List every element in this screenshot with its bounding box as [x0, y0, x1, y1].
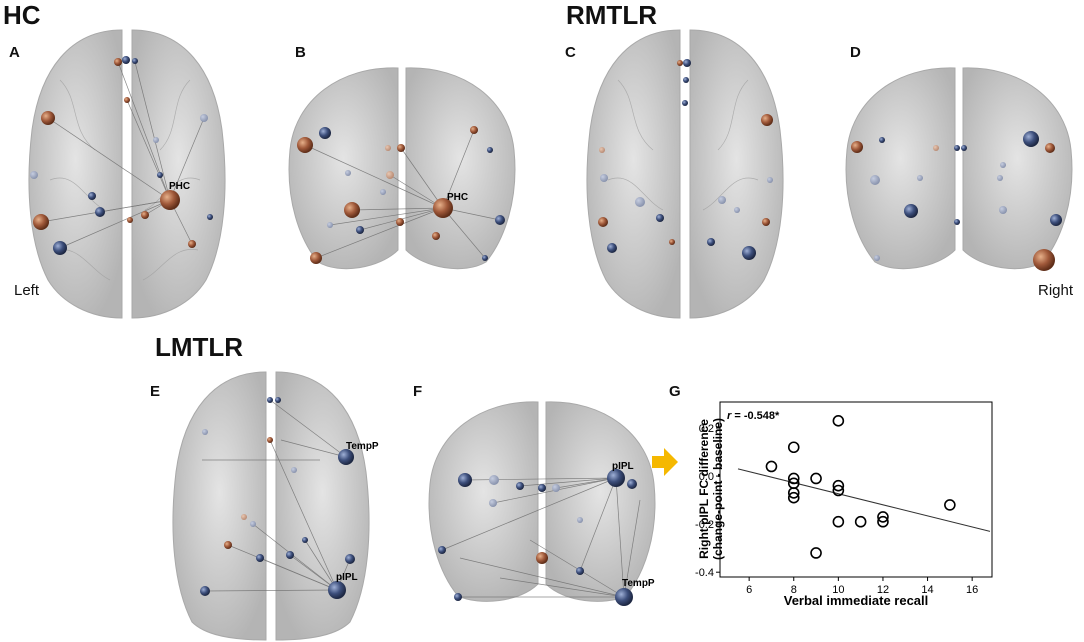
panel-letter-e: E [150, 383, 161, 400]
panel-letter-f: F [413, 383, 423, 400]
brain-panel-c [586, 29, 784, 319]
x-tick-label: 8 [791, 584, 797, 596]
group-title-rmtlr: RMTLR [566, 0, 657, 30]
brain-panel-d [845, 67, 1073, 271]
y-axis-label-line1: Right pIPL FC difference [697, 419, 711, 559]
data-point [810, 472, 822, 485]
trend-line [737, 468, 991, 532]
x-tick-label: 14 [921, 584, 933, 596]
data-point [832, 415, 845, 427]
panel-letter-d: D [850, 44, 861, 61]
y-tick-label: -0.2 [695, 519, 714, 531]
orientation-right-label: Right [1038, 282, 1074, 299]
region-label-tempp-f: TempP [622, 578, 655, 589]
brain-panel-f: pIPL TempP [428, 401, 656, 606]
correlation-annotation: r = -0.548* [727, 410, 780, 422]
panel-letter-g: G [669, 383, 681, 400]
region-label-tempp-e: TempP [346, 441, 379, 452]
data-point [787, 441, 800, 454]
panel-letter-a: A [9, 44, 20, 61]
region-label-pipl-f: pIPL [612, 461, 634, 472]
y-tick-label: -0.4 [695, 567, 714, 579]
group-title-lmtlr: LMTLR [155, 332, 244, 362]
group-title-hc: HC [3, 0, 41, 30]
data-point [787, 472, 800, 485]
y-tick-label: 0.2 [699, 423, 714, 435]
x-tick-label: 10 [832, 584, 844, 596]
plot-frame [719, 401, 993, 578]
y-tick-label: 0.0 [699, 471, 714, 483]
x-axis-label: Verbal immediate recall [784, 593, 929, 608]
data-point [832, 479, 845, 492]
region-label-pipl-e: pIPL [336, 572, 358, 583]
brain-panel-a: PHC [28, 29, 226, 319]
data-point [877, 515, 889, 528]
data-point [832, 515, 845, 528]
brain-panel-e: TempP pIPL [172, 371, 379, 641]
y-axis-label-line2: (change-point - baseline) [711, 418, 725, 560]
data-point [810, 547, 822, 559]
data-point [787, 491, 800, 504]
region-label-phc-a: PHC [169, 181, 190, 192]
panel-letter-c: C [565, 44, 576, 61]
data-point [765, 460, 778, 473]
region-label-phc-b: PHC [447, 192, 468, 203]
data-point [832, 484, 845, 497]
scatter-chart: 0.2 0.0 -0.2 -0.4 6 8 10 12 14 16 r = -0.548* Ve… [695, 401, 993, 608]
brain-panel-b: PHC [288, 67, 516, 270]
orientation-left-label: Left [14, 282, 40, 299]
x-tick-label: 6 [746, 584, 752, 596]
data-point [787, 487, 800, 499]
x-tick-label: 16 [966, 584, 978, 596]
panel-letter-b: B [295, 44, 306, 61]
arrow-icon [652, 448, 678, 476]
data-point [854, 515, 867, 528]
data-point [877, 511, 889, 523]
x-tick-label: 12 [877, 584, 889, 596]
data-point [944, 499, 956, 511]
